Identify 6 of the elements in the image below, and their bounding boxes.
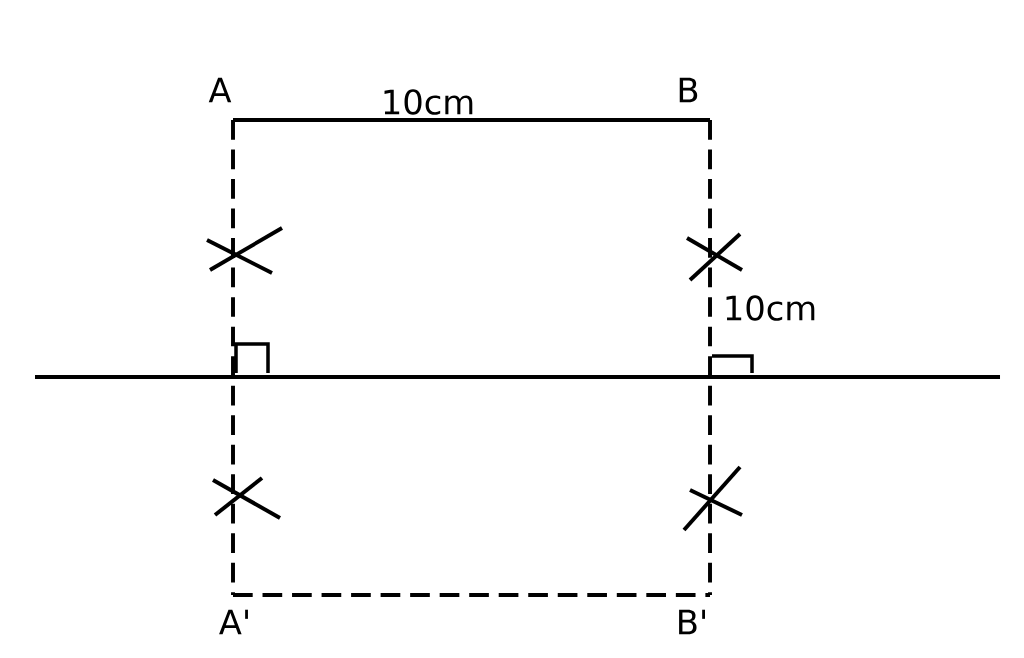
point-label: B <box>679 77 698 103</box>
point-label: 10cm <box>384 89 473 115</box>
point-label: 10cm <box>726 295 815 321</box>
point-label: B' <box>679 609 705 635</box>
point-label: A' <box>219 609 248 635</box>
point-label: A <box>208 77 232 103</box>
